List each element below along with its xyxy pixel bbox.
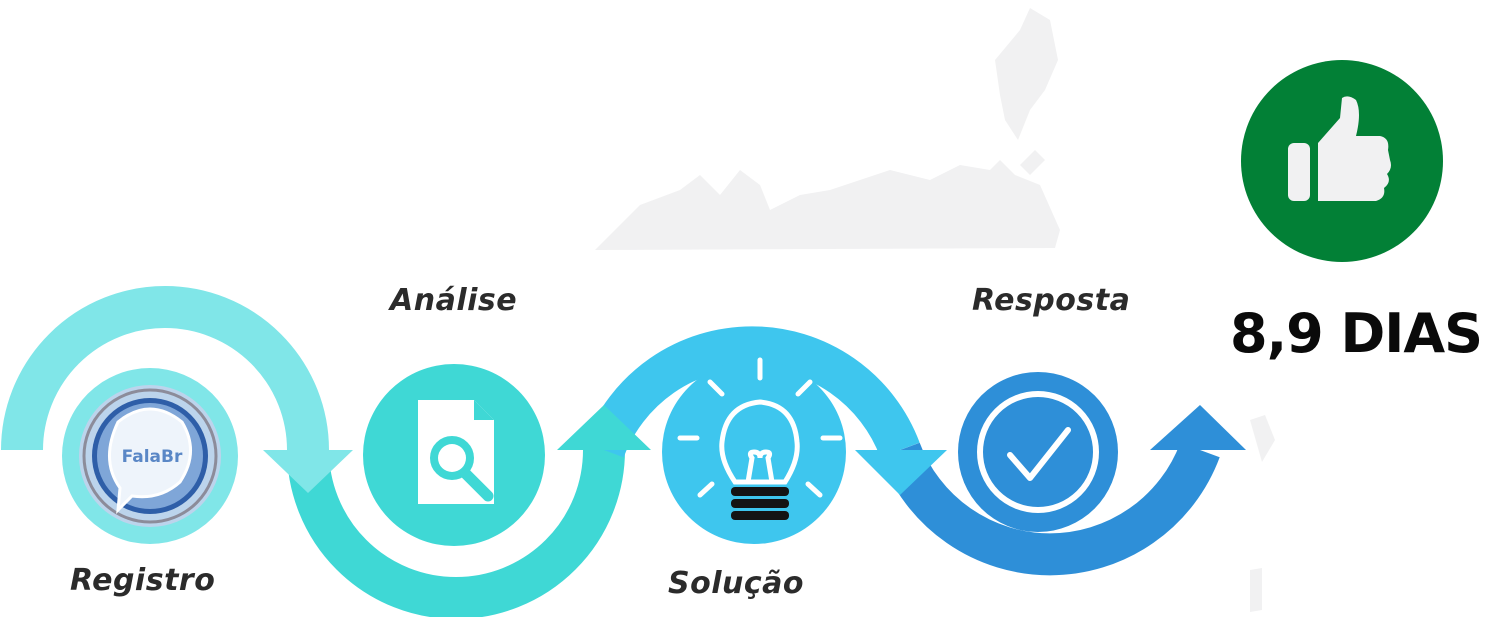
step-label-registro: Registro (70, 563, 216, 598)
step-registro: FalaBr (62, 368, 238, 544)
ribbon-registro (1, 286, 329, 451)
arrow-up-2 (557, 405, 651, 450)
lightbulb-base (731, 487, 789, 520)
falabr-logo-icon: FalaBr (79, 385, 221, 527)
average-duration: 8,9 DIAS (1230, 302, 1483, 365)
step-analise (363, 364, 545, 546)
document-search-icon (418, 400, 494, 504)
background-map-silhouette (595, 8, 1060, 250)
arrow-up-4 (1150, 405, 1246, 450)
ribbon-resposta (880, 442, 1220, 576)
ribbon-analise (287, 449, 625, 617)
lightbulb-icon (677, 357, 843, 498)
thumbs-up-icon (1288, 96, 1391, 201)
ribbon-solucao (584, 326, 920, 458)
step-label-solucao: Solução (668, 566, 804, 601)
step-label-resposta: Resposta (972, 283, 1131, 318)
arrow-down-3 (855, 450, 947, 495)
flow-ribbons (1, 286, 1220, 617)
check-circle-icon (977, 391, 1099, 513)
step-label-analise: Análise (390, 283, 518, 318)
result-badge (1241, 60, 1443, 262)
falabr-logo-text: FalaBr (122, 447, 183, 467)
arrow-down-1 (263, 450, 353, 493)
step-resposta (958, 372, 1118, 532)
step-solucao (662, 357, 846, 544)
background-fragments (1250, 415, 1275, 612)
